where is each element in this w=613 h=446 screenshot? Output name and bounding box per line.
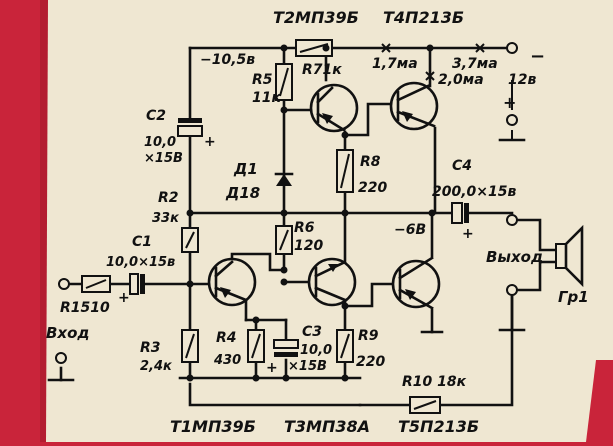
label-c4-value: 200,0×15в: [432, 184, 516, 200]
transistor-t1: [207, 257, 257, 307]
label-r9: R9: [358, 328, 379, 344]
label-top-t4: T4П213Б: [383, 8, 464, 27]
transistor-t5: [391, 256, 441, 310]
label-plus-c1: +: [118, 290, 130, 306]
label-r9-value: 220: [356, 354, 385, 370]
label-r4-value: 430: [213, 353, 241, 368]
label-i1: 1,7ма: [372, 56, 418, 72]
resistor-r1: [81, 275, 111, 293]
label-r5-value: 11к: [252, 90, 281, 106]
resistor-r6: [275, 225, 293, 255]
label-c3-value-1: 10,0: [300, 343, 332, 358]
label-d1: Д1: [233, 160, 258, 178]
label-minus: −: [530, 46, 545, 67]
paper-edge: [40, 0, 48, 442]
label-r6: R6: [294, 220, 315, 236]
current-markers: [381, 43, 485, 81]
junction-dots: [186, 44, 436, 382]
label-r7: R71к: [302, 62, 342, 78]
resistor-r9: [336, 329, 354, 363]
resistor-r5: [275, 63, 293, 101]
capacitor-c3: [273, 339, 299, 357]
label-bottom-t1: T1МП39Б: [170, 417, 256, 436]
label-speaker: Гр1: [558, 288, 589, 306]
label-r8-value: 220: [358, 180, 387, 196]
label-r8: R8: [360, 154, 381, 170]
label-bottom-t3: T3МП38А: [284, 417, 370, 436]
label-c1: C1: [132, 234, 152, 250]
label-c2-value-2: ×15В: [144, 151, 183, 166]
transistor-t3: [307, 257, 357, 307]
label-v-top-left: −10,5в: [200, 52, 255, 68]
transistor-t4: [389, 81, 439, 131]
label-r3-value: 2,4к: [140, 359, 173, 374]
label-top-t2: T2МП39Б: [273, 8, 359, 27]
wires: [47, 46, 558, 407]
capacitor-c1: [129, 273, 145, 295]
frame-corner: [586, 360, 613, 442]
label-r3: R3: [140, 340, 161, 356]
resistor-r8: [336, 149, 354, 193]
label-r6-value: 120: [294, 238, 323, 254]
terminal-in-2: [55, 352, 67, 364]
resistor-r4: [247, 329, 265, 363]
label-r10: R10 18к: [402, 374, 467, 390]
diode-d1: [274, 172, 294, 186]
label-input: Вход: [46, 324, 90, 342]
label-c3: C3: [302, 324, 322, 340]
terminal-plus: [506, 114, 518, 126]
label-c2: C2: [146, 108, 166, 124]
label-i2: 3,7ма: [452, 56, 498, 72]
terminal-out-1: [506, 214, 518, 226]
label-r4: R4: [216, 330, 237, 346]
label-i3: 2,0ма: [438, 72, 484, 88]
label-plus-c3: +: [266, 360, 278, 376]
speaker-icon: [555, 224, 584, 288]
label-plus: +: [503, 93, 516, 112]
resistor-r3: [181, 329, 199, 363]
label-c3-value-2: ×15В: [288, 359, 327, 374]
resistor-r2: [181, 227, 199, 253]
label-d1-value: Д18: [225, 184, 260, 202]
label-r2: R2: [158, 190, 179, 206]
terminal-in-1: [58, 278, 70, 290]
label-c1-value: 10,0×15в: [106, 255, 175, 270]
label-plus-c2: +: [204, 134, 216, 150]
terminal-minus: [506, 42, 518, 54]
capacitor-c4: [451, 202, 469, 224]
labels: T2МП39Б T4П213Б −10,5в R71к 1,7ма 3,7ма …: [46, 8, 589, 436]
transistor-t2: [309, 83, 359, 133]
label-plus-c4: +: [462, 226, 474, 242]
label-bottom-t5: T5П213Б: [398, 417, 479, 436]
terminal-out-2: [506, 284, 518, 296]
label-c4: C4: [452, 158, 472, 174]
label-r2-value: 33к: [152, 211, 180, 226]
resistor-r7: [295, 39, 333, 57]
label-r5: R5: [252, 72, 273, 88]
resistor-r10: [409, 396, 441, 414]
label-output: Выход: [486, 248, 543, 266]
label-r1: R1510: [60, 300, 110, 316]
label-v12: 12в: [508, 72, 536, 88]
label-v-mid: −6В: [394, 222, 426, 238]
capacitor-c2: [177, 118, 203, 137]
label-c2-value-1: 10,0: [144, 135, 176, 150]
